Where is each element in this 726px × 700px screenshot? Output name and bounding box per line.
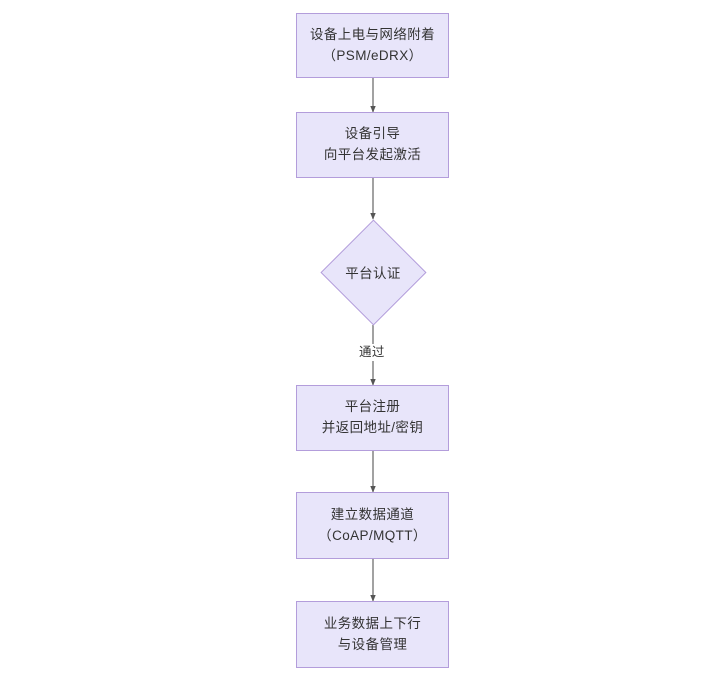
- node-label-line1: 设备上电与网络附着: [309, 26, 436, 42]
- node-label-line1: 平台认证: [345, 266, 401, 281]
- node-establish-data-channel[interactable]: 建立数据通道 （CoAP/MQTT）: [296, 492, 449, 559]
- node-label-line1: 建立数据通道: [330, 506, 415, 522]
- node-label-line2: （PSM/eDRX）: [322, 47, 423, 63]
- node-platform-register[interactable]: 平台注册 并返回地址/密钥: [296, 385, 449, 451]
- edge-label-pass: 通过: [356, 344, 388, 361]
- node-label-line2: 并返回地址/密钥: [321, 420, 424, 435]
- node-label-line1: 平台注册: [344, 399, 401, 415]
- node-label-line2: 向平台发起激活: [323, 147, 422, 162]
- node-label-line2: 与设备管理: [337, 636, 408, 652]
- node-label-line1: 业务数据上下行: [323, 615, 422, 631]
- node-label-line1: 设备引导: [344, 126, 401, 142]
- node-platform-auth-decision[interactable]: 平台认证: [319, 218, 426, 325]
- node-label-line2: （CoAP/MQTT）: [318, 527, 427, 543]
- node-device-power-on[interactable]: 设备上电与网络附着 （PSM/eDRX）: [296, 13, 449, 78]
- node-business-data-and-management[interactable]: 业务数据上下行 与设备管理: [296, 601, 449, 668]
- node-device-bootstrap[interactable]: 设备引导 向平台发起激活: [296, 112, 449, 178]
